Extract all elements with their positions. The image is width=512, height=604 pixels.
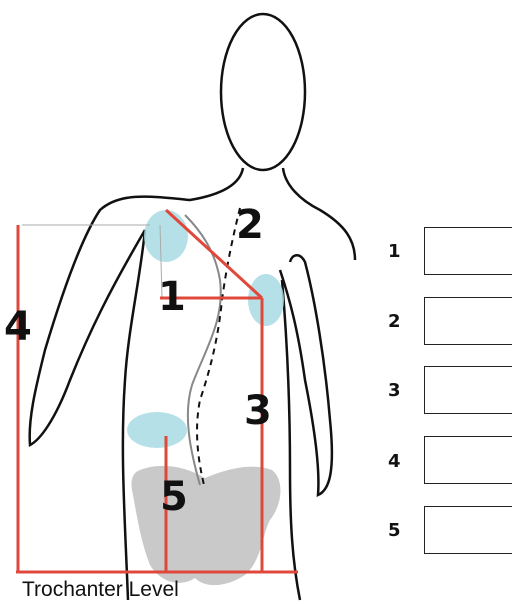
head-outline <box>221 14 305 170</box>
body-outline-left <box>30 168 243 445</box>
torso-right-side <box>282 280 300 600</box>
answer-box-1[interactable] <box>424 227 512 275</box>
answer-label-1: 1 <box>388 241 410 263</box>
answer-box-4[interactable] <box>424 436 512 484</box>
figure-number-5: 5 <box>160 474 188 520</box>
spine-dashed-line <box>197 208 240 485</box>
figure-number-1: 1 <box>158 274 186 320</box>
pelvis-shape <box>131 466 280 585</box>
figure-number-3: 3 <box>244 388 272 434</box>
body-outline-right <box>283 168 355 260</box>
left-shoulder-landmark <box>144 210 188 262</box>
answer-label-3: 3 <box>388 380 410 402</box>
answer-label-2: 2 <box>388 311 410 333</box>
answer-box-3[interactable] <box>424 366 512 414</box>
trochanter-level-caption: Trochanter Level <box>22 578 179 602</box>
figure-number-2: 2 <box>236 202 264 248</box>
left-waist-landmark <box>127 412 187 448</box>
answer-box-5[interactable] <box>424 506 512 554</box>
figure-number-4: 4 <box>4 304 32 350</box>
answer-label-4: 4 <box>388 451 410 473</box>
answer-label-5: 5 <box>388 520 410 542</box>
answer-box-2[interactable] <box>424 297 512 345</box>
right-scapula-landmark <box>248 274 284 326</box>
